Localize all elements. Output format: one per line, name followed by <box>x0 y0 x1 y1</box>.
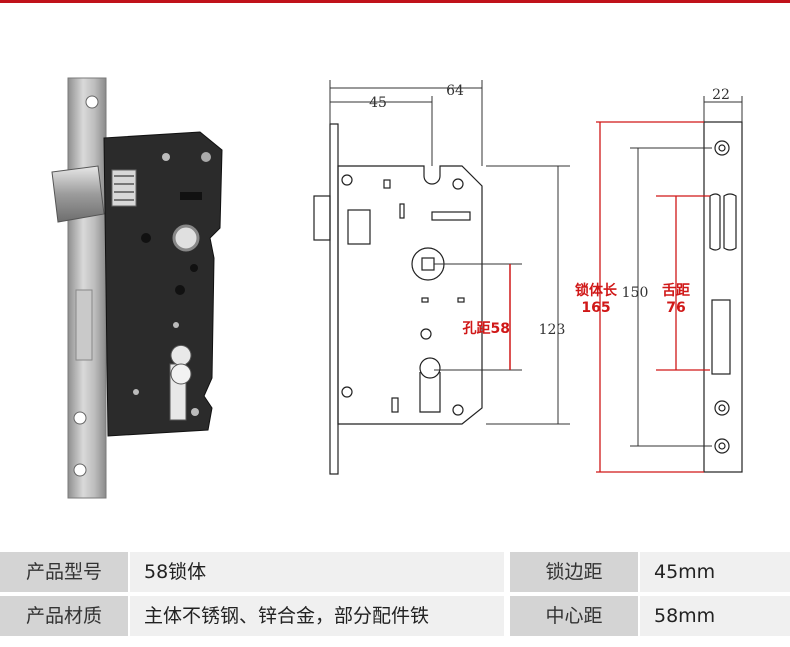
spec-label-backset: 锁边距 <box>510 552 638 592</box>
body-length-value: 165 <box>581 300 610 316</box>
body-length-label: 锁体长 <box>575 282 618 299</box>
latch-distance-value: 76 <box>666 300 685 316</box>
spec-label-model: 产品型号 <box>0 552 128 592</box>
spec-row: 产品材质 主体不锈钢、锌合金，部分配件铁 中心距 58mm <box>0 596 790 636</box>
front-view-drawing <box>313 123 483 475</box>
lock-diagram: 64 45 123 孔距58 22 150 锁体长 165 舌距 76 <box>51 77 743 499</box>
dim-height-right: 123 <box>539 322 566 338</box>
latch-distance-label: 舌距 <box>662 282 690 299</box>
side-view-drawing <box>703 121 743 473</box>
dim-backset: 45 <box>369 95 387 111</box>
side-view-red-dimensions <box>596 121 710 473</box>
spec-label-center-distance: 中心距 <box>510 596 638 636</box>
spec-value-material: 主体不锈钢、锌合金，部分配件铁 <box>130 596 504 636</box>
side-view-dimensions <box>630 96 743 447</box>
hole-distance-label: 孔距58 <box>463 321 510 337</box>
dim-width-top: 64 <box>446 83 464 99</box>
spec-row: 产品型号 58锁体 锁边距 45mm <box>0 552 790 592</box>
spec-value-center-distance: 58mm <box>640 596 790 636</box>
spec-label-material: 产品材质 <box>0 596 128 636</box>
lock-body-photo <box>51 77 223 499</box>
top-accent-bar <box>0 0 790 3</box>
dim-thickness: 22 <box>712 87 730 103</box>
spec-value-model: 58锁体 <box>130 552 504 592</box>
dim-height-middle: 150 <box>622 285 649 301</box>
spec-value-backset: 45mm <box>640 552 790 592</box>
front-view-dimensions <box>329 80 570 425</box>
